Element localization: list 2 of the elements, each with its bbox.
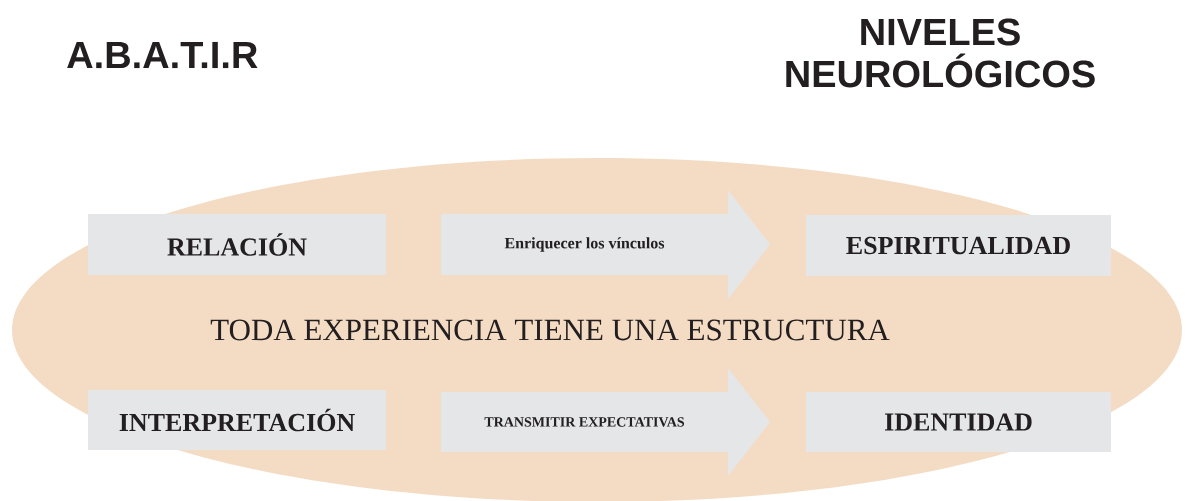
heading: NIVELES NEUROLÓGICOS	[786, 18, 1095, 88]
title: A.B.A.T.I.R	[67, 41, 258, 69]
